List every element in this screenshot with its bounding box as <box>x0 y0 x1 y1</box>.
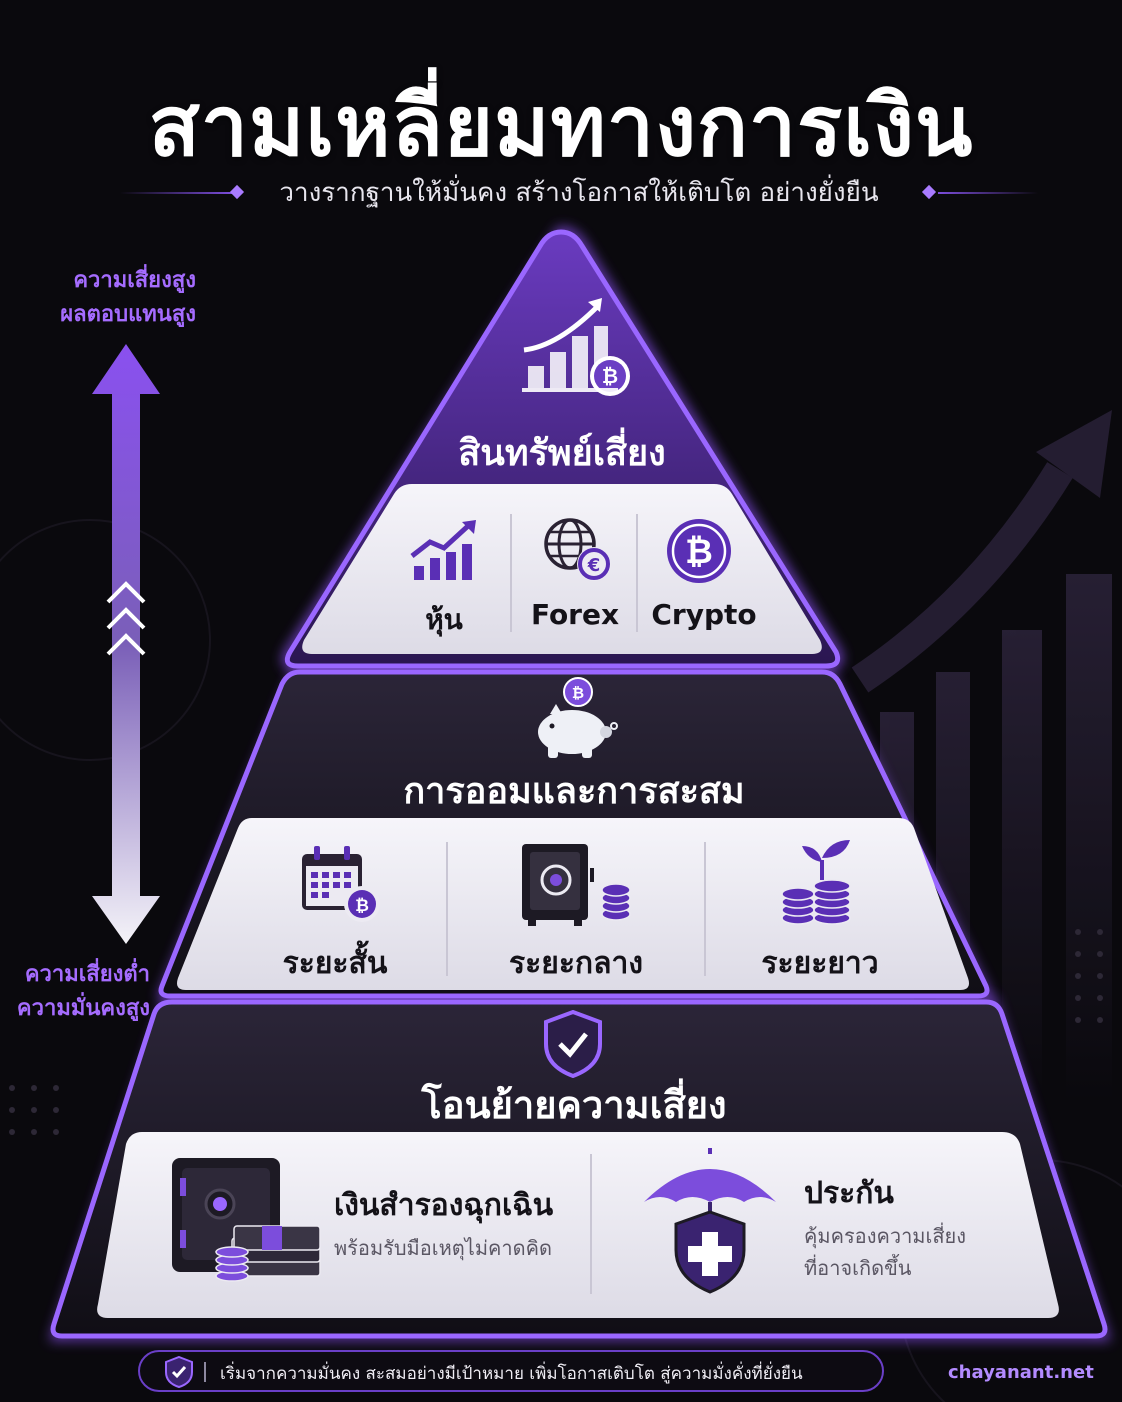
umbrella-shield-icon <box>644 1148 776 1294</box>
globe-euro-icon: € <box>544 518 611 581</box>
background-trend-arrow <box>851 462 1073 693</box>
insurance-title: ประกัน <box>804 1176 894 1211</box>
subtitle-line-left <box>120 192 232 194</box>
item-medium-term-label: ระยะกลาง <box>509 946 643 981</box>
bitcoin-icon: ₿ <box>667 519 731 583</box>
item-short-term-label: ระยะสั้น <box>282 946 388 981</box>
dot-grid-right <box>1075 929 1103 1023</box>
footer-divider <box>204 1362 206 1382</box>
footer-banner: เริ่มจากความมั่นคง สะสมอย่างมีเป้าหมาย เ… <box>138 1350 884 1392</box>
risk-low-line1: ความเสี่ยงต่ำ <box>24 962 150 987</box>
risk-high-line2: ผลตอบแทนสูง <box>60 302 196 327</box>
risk-low-line2: ความมั่นคงสูง <box>16 996 150 1021</box>
insurance-text: คุ้มครองความเสี่ยง ที่อาจเกิดขึ้น <box>804 1220 966 1284</box>
risk-high-line1: ความเสี่ยงสูง <box>73 268 196 293</box>
item-long-term-label: ระยะยาว <box>761 946 879 981</box>
bottom-tier-card <box>97 1132 1059 1318</box>
item-stocks-label: หุ้น <box>425 603 463 636</box>
insurance-text-line1: คุ้มครองความเสี่ยง <box>804 1224 967 1248</box>
risk-scale-arrow-icon <box>92 344 160 944</box>
subtitle-row: วางรากฐานให้มั่นคง สร้างโอกาสให้เติบโต อ… <box>120 178 1038 208</box>
divider <box>704 842 706 976</box>
divider <box>510 514 512 632</box>
shield-check-icon <box>165 1356 193 1388</box>
svg-text:€: € <box>587 555 601 576</box>
safe-coins-icon <box>522 844 631 926</box>
risk-high-label: ความเสี่ยงสูง ผลตอบแทนสูง <box>10 264 196 332</box>
safe-cash-icon <box>172 1158 321 1282</box>
divider <box>636 514 638 632</box>
piggy-bank-icon: ₿ <box>538 677 618 758</box>
divider <box>590 1154 592 1294</box>
plant-coins-icon <box>781 840 851 925</box>
risk-low-label: ความเสี่ยงต่ำ ความมั่นคงสูง <box>4 958 150 1026</box>
item-forex-label: Forex <box>530 598 620 631</box>
divider <box>446 842 448 976</box>
growth-chart-bitcoin-icon: ₿ <box>522 298 630 396</box>
brand-link[interactable]: chayanant.net <box>948 1362 1094 1383</box>
background-bars <box>880 574 1112 1114</box>
footer-text: เริ่มจากความมั่นคง สะสมอย่างมีเป้าหมาย เ… <box>220 1364 803 1384</box>
calendar-bitcoin-icon: ₿ <box>302 846 380 922</box>
insurance-text-line2: ที่อาจเกิดขึ้น <box>804 1256 912 1280</box>
subtitle-line-right <box>938 192 1038 194</box>
svg-text:₿: ₿ <box>685 532 713 572</box>
stock-chart-icon <box>410 520 476 580</box>
tier-top-title: สินทรัพย์เสี่ยง <box>458 433 666 474</box>
svg-text:₿: ₿ <box>572 684 584 702</box>
shield-check-icon <box>544 1010 602 1078</box>
svg-text:₿: ₿ <box>355 896 369 916</box>
page-subtitle: วางรากฐานให้มั่นคง สร้างโอกาสให้เติบโต อ… <box>279 178 879 208</box>
emergency-fund-title: เงินสำรองฉุกเฉิน <box>334 1188 554 1223</box>
svg-text:₿: ₿ <box>602 364 618 388</box>
dot-grid-left <box>9 1085 59 1135</box>
tier-bottom-title: โอนย้ายความเสี่ยง <box>421 1083 727 1127</box>
emergency-fund-text: พร้อมรับมือเหตุไม่คาดคิด <box>334 1236 552 1260</box>
item-crypto-label: Crypto <box>651 598 757 631</box>
tier-middle-title: การออมและการสะสม <box>403 771 745 812</box>
page-title: สามเหลี่ยมทางการเงิน <box>148 77 974 175</box>
